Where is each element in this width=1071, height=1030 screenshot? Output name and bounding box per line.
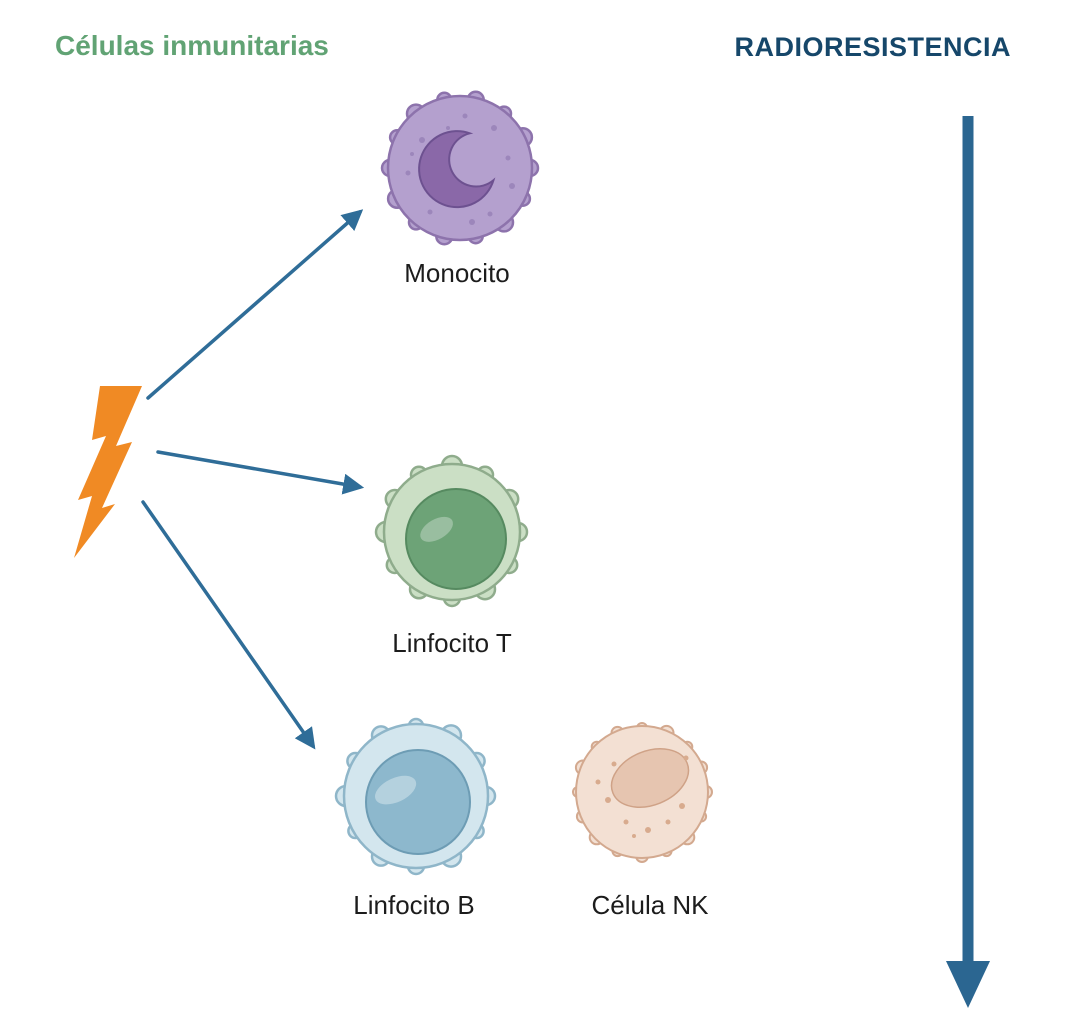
title-immune-cells: Células inmunitarias: [55, 30, 329, 61]
monocito-cell-illustration: [380, 90, 540, 246]
linfocito-b-highlight: [375, 775, 417, 805]
title-radioresistance: RADIORESISTENCIA: [734, 32, 1011, 62]
label-linfocito-t: Linfocito T: [392, 628, 512, 658]
radioresistance-arrow-head: [946, 961, 990, 1008]
lightning-bolt-icon: [74, 386, 142, 558]
linfocito-b-cell-illustration: [334, 717, 497, 876]
linfocito-t-cell-illustration: [374, 454, 529, 608]
celula-nk-nucleus: [610, 748, 690, 808]
arrow-to-linfocito-b: [141, 500, 316, 750]
monocito-nucleus: [418, 130, 496, 209]
impact-arrows: [141, 209, 365, 750]
linfocito-t-highlight: [420, 516, 453, 542]
arrow-to-monocito: [146, 209, 364, 400]
celula-nk-cell-illustration: [572, 722, 713, 863]
celula-nk-granules: [595, 755, 689, 838]
linfocito-b-nucleus: [365, 749, 471, 855]
monocito-body: [386, 94, 534, 242]
label-monocito: Monocito: [404, 258, 510, 288]
monocito-speckles: [405, 113, 515, 225]
linfocito-t-nucleus: [405, 488, 507, 590]
label-linfocito-b: Linfocito B: [353, 890, 475, 920]
label-celula-nk: Célula NK: [591, 890, 709, 920]
radioresistance-arrow: [946, 116, 990, 1008]
arrow-to-linfocito-t: [156, 450, 365, 495]
